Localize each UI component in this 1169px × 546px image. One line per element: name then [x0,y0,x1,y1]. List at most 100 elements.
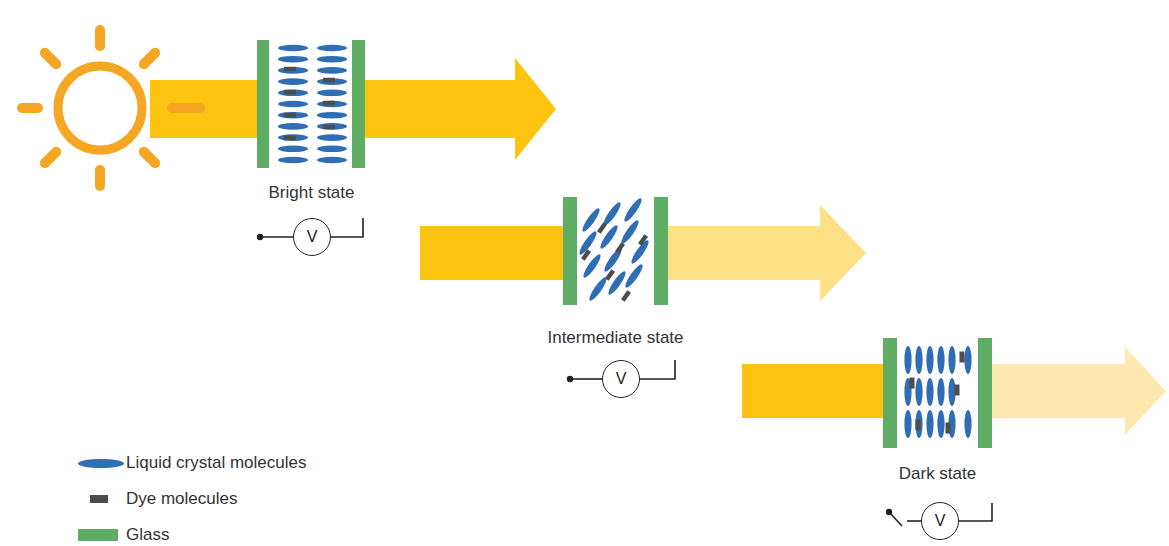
legend-entry: Liquid crystal molecules [76,445,306,481]
terminal-dot [567,376,573,382]
dye-molecule [284,136,296,141]
liquid-crystal-molecule [278,45,308,52]
legend: Liquid crystal moleculesDye moleculesGla… [76,445,306,546]
state-label: Intermediate state [547,328,683,348]
dye-molecule [284,90,296,95]
dye-molecule [638,234,648,246]
dye-molecule [946,423,951,434]
swatch-holder [76,459,126,468]
liquid-crystal-cell: Dark state [883,338,992,448]
liquid-crystal-molecule [278,101,308,108]
glass-pane [654,197,668,305]
wires [260,218,992,526]
meter-label: V [616,370,627,388]
dye-molecule [955,385,960,396]
dimmed-beam [660,226,821,280]
liquid-crystal-cell: Bright state [257,40,366,168]
liquid-crystal-molecule [937,410,944,438]
sun-ray [144,53,155,64]
liquid-crystal-molecule [317,67,347,74]
liquid-crystal-molecule [587,275,609,302]
dye-molecule [323,125,335,130]
dye-molecule [615,242,625,254]
dye-molecule [284,67,296,72]
liquid-crystal-molecule [915,378,922,406]
liquid-crystal-molecule [278,157,308,164]
sun-ray [172,103,200,113]
legend-entry: Glass [76,517,306,546]
legend-entry: Dye molecules [76,481,306,517]
terminal-dot [257,234,263,240]
wire [260,236,293,238]
sun-ray [95,30,105,46]
voltmeter-symbol: V [293,218,331,256]
liquid-crystal-molecule [937,346,944,374]
liquid-crystal-molecule [317,157,347,164]
legend-swatch [78,459,124,468]
liquid-crystal-molecule [926,410,933,438]
liquid-crystal-molecule [964,410,971,438]
liquid-crystal-molecule [915,346,922,374]
liquid-crystal-molecule [317,45,347,52]
liquid-crystal-molecule [937,378,944,406]
sun-icon [22,30,200,186]
wire [640,360,675,379]
liquid-crystal-molecule [623,262,645,289]
liquid-crystal-molecule [317,123,347,130]
liquid-crystal-molecule [278,90,308,97]
dye-molecule [581,249,591,261]
sun-ray [22,103,38,113]
voltmeter-symbol: V [921,502,959,540]
dye-molecule [910,378,915,389]
liquid-crystal-molecule [317,146,347,153]
liquid-crystal-molecule [317,56,347,63]
meter-label: V [307,228,318,246]
liquid-crystal-molecule [915,410,922,438]
liquid-crystal-molecule [278,123,308,130]
cell-gap [577,197,654,305]
liquid-crystal-molecule [926,378,933,406]
glass-pane [883,338,897,448]
wire [907,520,922,522]
liquid-crystal-molecule [278,56,308,63]
state-label: Dark state [899,464,976,484]
liquid-crystal-molecule [964,346,971,374]
arrow-head [820,205,866,301]
liquid-crystal-molecule [278,67,308,74]
dye-molecule [621,290,631,302]
dark-beam [985,364,1126,418]
light-beam [420,226,570,280]
cell-gap [897,338,978,448]
liquid-crystal-molecule [278,78,308,85]
dye-molecule [323,101,335,106]
swatch-holder [76,495,126,503]
liquid-crystal-molecule [619,218,641,245]
liquid-crystal-molecule [926,346,933,374]
cell-gap [269,40,352,168]
terminal-dot [886,509,892,515]
liquid-crystal-molecule [317,112,347,119]
sun-ray [45,152,56,163]
liquid-crystal-molecule [278,112,308,119]
arrow-head [1125,347,1166,435]
state-label: Bright state [269,183,355,203]
liquid-crystal-molecule [948,346,955,374]
glass-pane [257,40,269,168]
swatch-holder [76,529,126,541]
glass-pane [563,197,577,305]
sun-ray [95,170,105,186]
liquid-crystal-molecule [278,134,308,141]
dye-molecule [605,269,615,281]
sun-ray [144,152,155,163]
dye-molecule [916,420,921,431]
liquid-crystal-molecule [317,134,347,141]
sun-ray [45,53,56,64]
liquid-crystal-molecule [278,146,308,153]
dye-molecule [323,78,335,83]
liquid-crystal-molecule [317,78,347,85]
liquid-crystal-molecule [904,410,911,438]
sun-ring [58,66,142,150]
molecules [278,45,972,438]
legend-swatch [78,529,118,541]
light-beam [742,364,890,418]
